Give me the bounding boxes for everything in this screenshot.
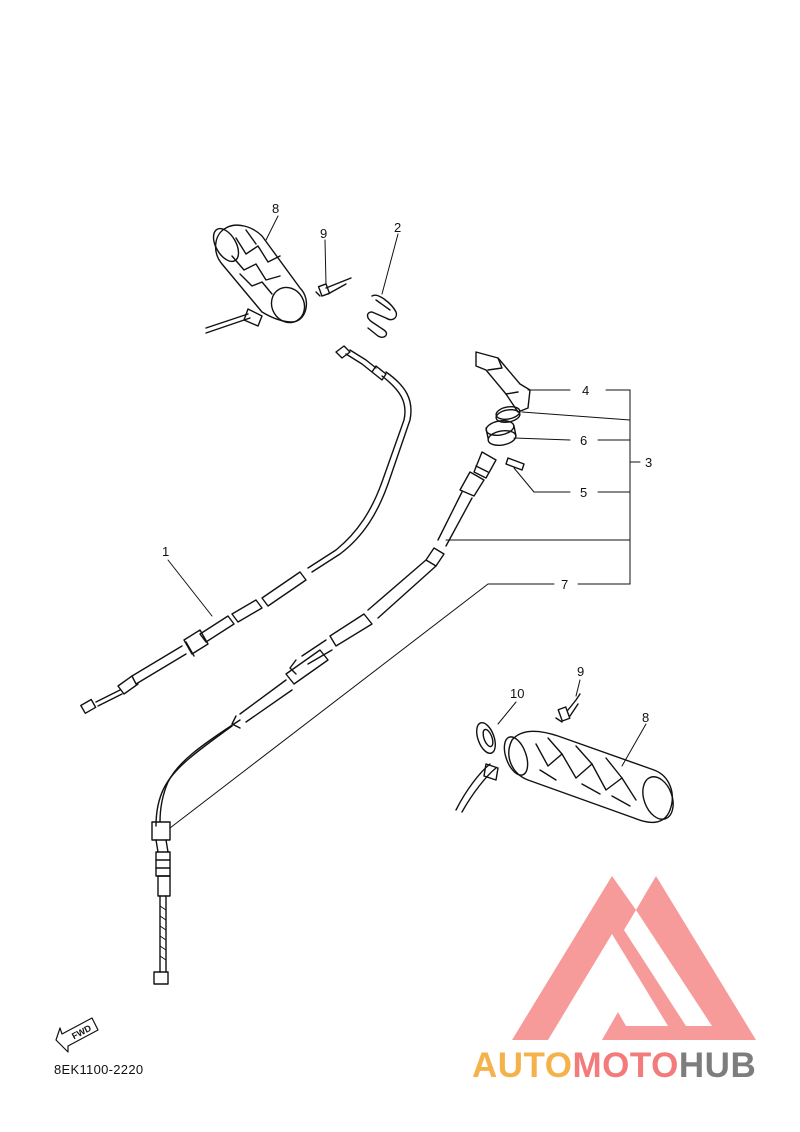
callout-7: 7 [561, 577, 568, 592]
callout-8-lower: 8 [642, 710, 649, 725]
callout-labels: 8 9 2 1 4 6 5 3 7 10 9 8 [162, 201, 652, 725]
callout-9-lower: 9 [577, 664, 584, 679]
lower-screw [555, 693, 581, 723]
fwd-arrow-icon: FWD [55, 1017, 99, 1053]
callout-9-upper: 9 [320, 226, 327, 241]
upper-screw [315, 277, 352, 297]
housing-bracket [475, 351, 531, 413]
callout-2: 2 [394, 220, 401, 235]
callout-1: 1 [162, 544, 169, 559]
throttle-cable-lower [151, 451, 497, 985]
callout-4: 4 [582, 383, 589, 398]
callout-6: 6 [580, 433, 587, 448]
callout-8-upper: 8 [272, 201, 279, 216]
housing-collar [485, 419, 517, 447]
leader-lines [167, 215, 647, 829]
brand-auto: AUTO [472, 1046, 573, 1085]
throttle-cable [80, 345, 412, 715]
clip-part [366, 294, 398, 339]
callout-3: 3 [645, 455, 652, 470]
part-code: 8EK1100-2220 [54, 1062, 144, 1077]
lower-ring [476, 722, 496, 754]
watermark-brand: AUTOMOTOHUB [472, 1046, 756, 1086]
brand-hub: HUB [678, 1046, 757, 1085]
lower-grip [455, 730, 674, 824]
callout-5: 5 [580, 485, 587, 500]
watermark-logo-icon [512, 876, 756, 1040]
housing-pin [505, 457, 525, 471]
brand-moto: MOTO [572, 1046, 679, 1085]
callout-10: 10 [510, 686, 524, 701]
upper-grip [205, 224, 308, 334]
